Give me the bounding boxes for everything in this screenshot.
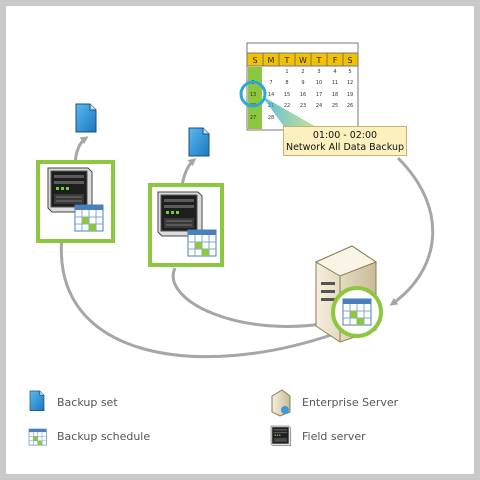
schedule-tooltip: 01:00 - 02:00 Network All Data Backup (283, 126, 407, 156)
calendar-day: 1 (285, 69, 288, 75)
calendar-day: 16 (300, 92, 306, 98)
calendar-day: 17 (316, 92, 322, 98)
schedule-callout-circle (239, 80, 267, 108)
calendar-day: 5 (348, 69, 351, 75)
legend (28, 389, 292, 447)
arrow-server-to-field2 (171, 267, 335, 328)
calendar-day-header: T (316, 56, 322, 65)
calendar-day-header: F (333, 56, 338, 65)
legend-enterprise-server-icon (271, 389, 291, 417)
calendar-day: 22 (284, 103, 290, 109)
calendar-header (246, 52, 359, 67)
calendar-day: 3 (317, 69, 320, 75)
legend-backup-schedule-label: Backup schedule (57, 430, 151, 443)
calendar-day-sunday: 27 (250, 115, 256, 121)
calendar-day: 2 (301, 69, 304, 75)
calendar-day-header: M (268, 56, 275, 65)
calendar-day: 25 (332, 103, 338, 109)
backup-schedule-icon-1 (74, 204, 104, 232)
arrow-server-to-field1 (59, 235, 335, 359)
calendar-day: 11 (332, 80, 338, 86)
field-server-icon-2 (157, 191, 203, 237)
calendar-day: 26 (347, 103, 353, 109)
backup-set-icon-2 (188, 127, 210, 157)
schedule-callout-beam (262, 96, 318, 128)
enterprise-server-node[interactable] (314, 245, 383, 343)
backup-schedule-icon-2 (187, 229, 217, 257)
arrow-schedule-to-server (389, 156, 435, 306)
calendar-day-header: S (347, 56, 352, 65)
calendar-day: 4 (333, 69, 336, 75)
calendar-day: 14 (268, 92, 274, 98)
field-server-node-1[interactable] (36, 160, 115, 243)
calendar-day-header: S (252, 56, 257, 65)
calendar-day-sunday: 13 (250, 92, 256, 98)
legend-backup-set-label: Backup set (57, 396, 118, 409)
calendar-day: 23 (300, 103, 306, 109)
calendar-day: 7 (269, 80, 272, 86)
enterprise-schedule-icon (342, 298, 372, 326)
schedule-name: Network All Data Backup (285, 142, 404, 153)
arrow-field2-to-backup (180, 158, 197, 187)
calendar-day: 19 (347, 92, 353, 98)
field-server-node-2[interactable] (148, 183, 224, 267)
calendar-day-header: W (299, 56, 307, 65)
calendar-day: 15 (284, 92, 290, 98)
legend-enterprise-server-label: Enterprise Server (302, 396, 399, 409)
legend-backup-schedule-icon (28, 428, 47, 446)
calendar-day: 12 (347, 80, 353, 86)
calendar-day: 8 (285, 80, 288, 86)
legend-backup-set-icon (29, 390, 45, 411)
legend-field-server-icon (270, 425, 292, 447)
schedule-time: 01:00 - 02:00 (312, 130, 378, 141)
legend-field-server-label: Field server (302, 430, 366, 443)
calendar-day: 24 (316, 103, 322, 109)
backup-set-icon-1 (75, 103, 97, 133)
calendar-day: 10 (316, 80, 322, 86)
calendar-day-header: T (284, 56, 290, 65)
calendar-day: 28 (268, 115, 274, 121)
calendar-day: 9 (301, 80, 304, 86)
calendar-day: 18 (332, 92, 338, 98)
